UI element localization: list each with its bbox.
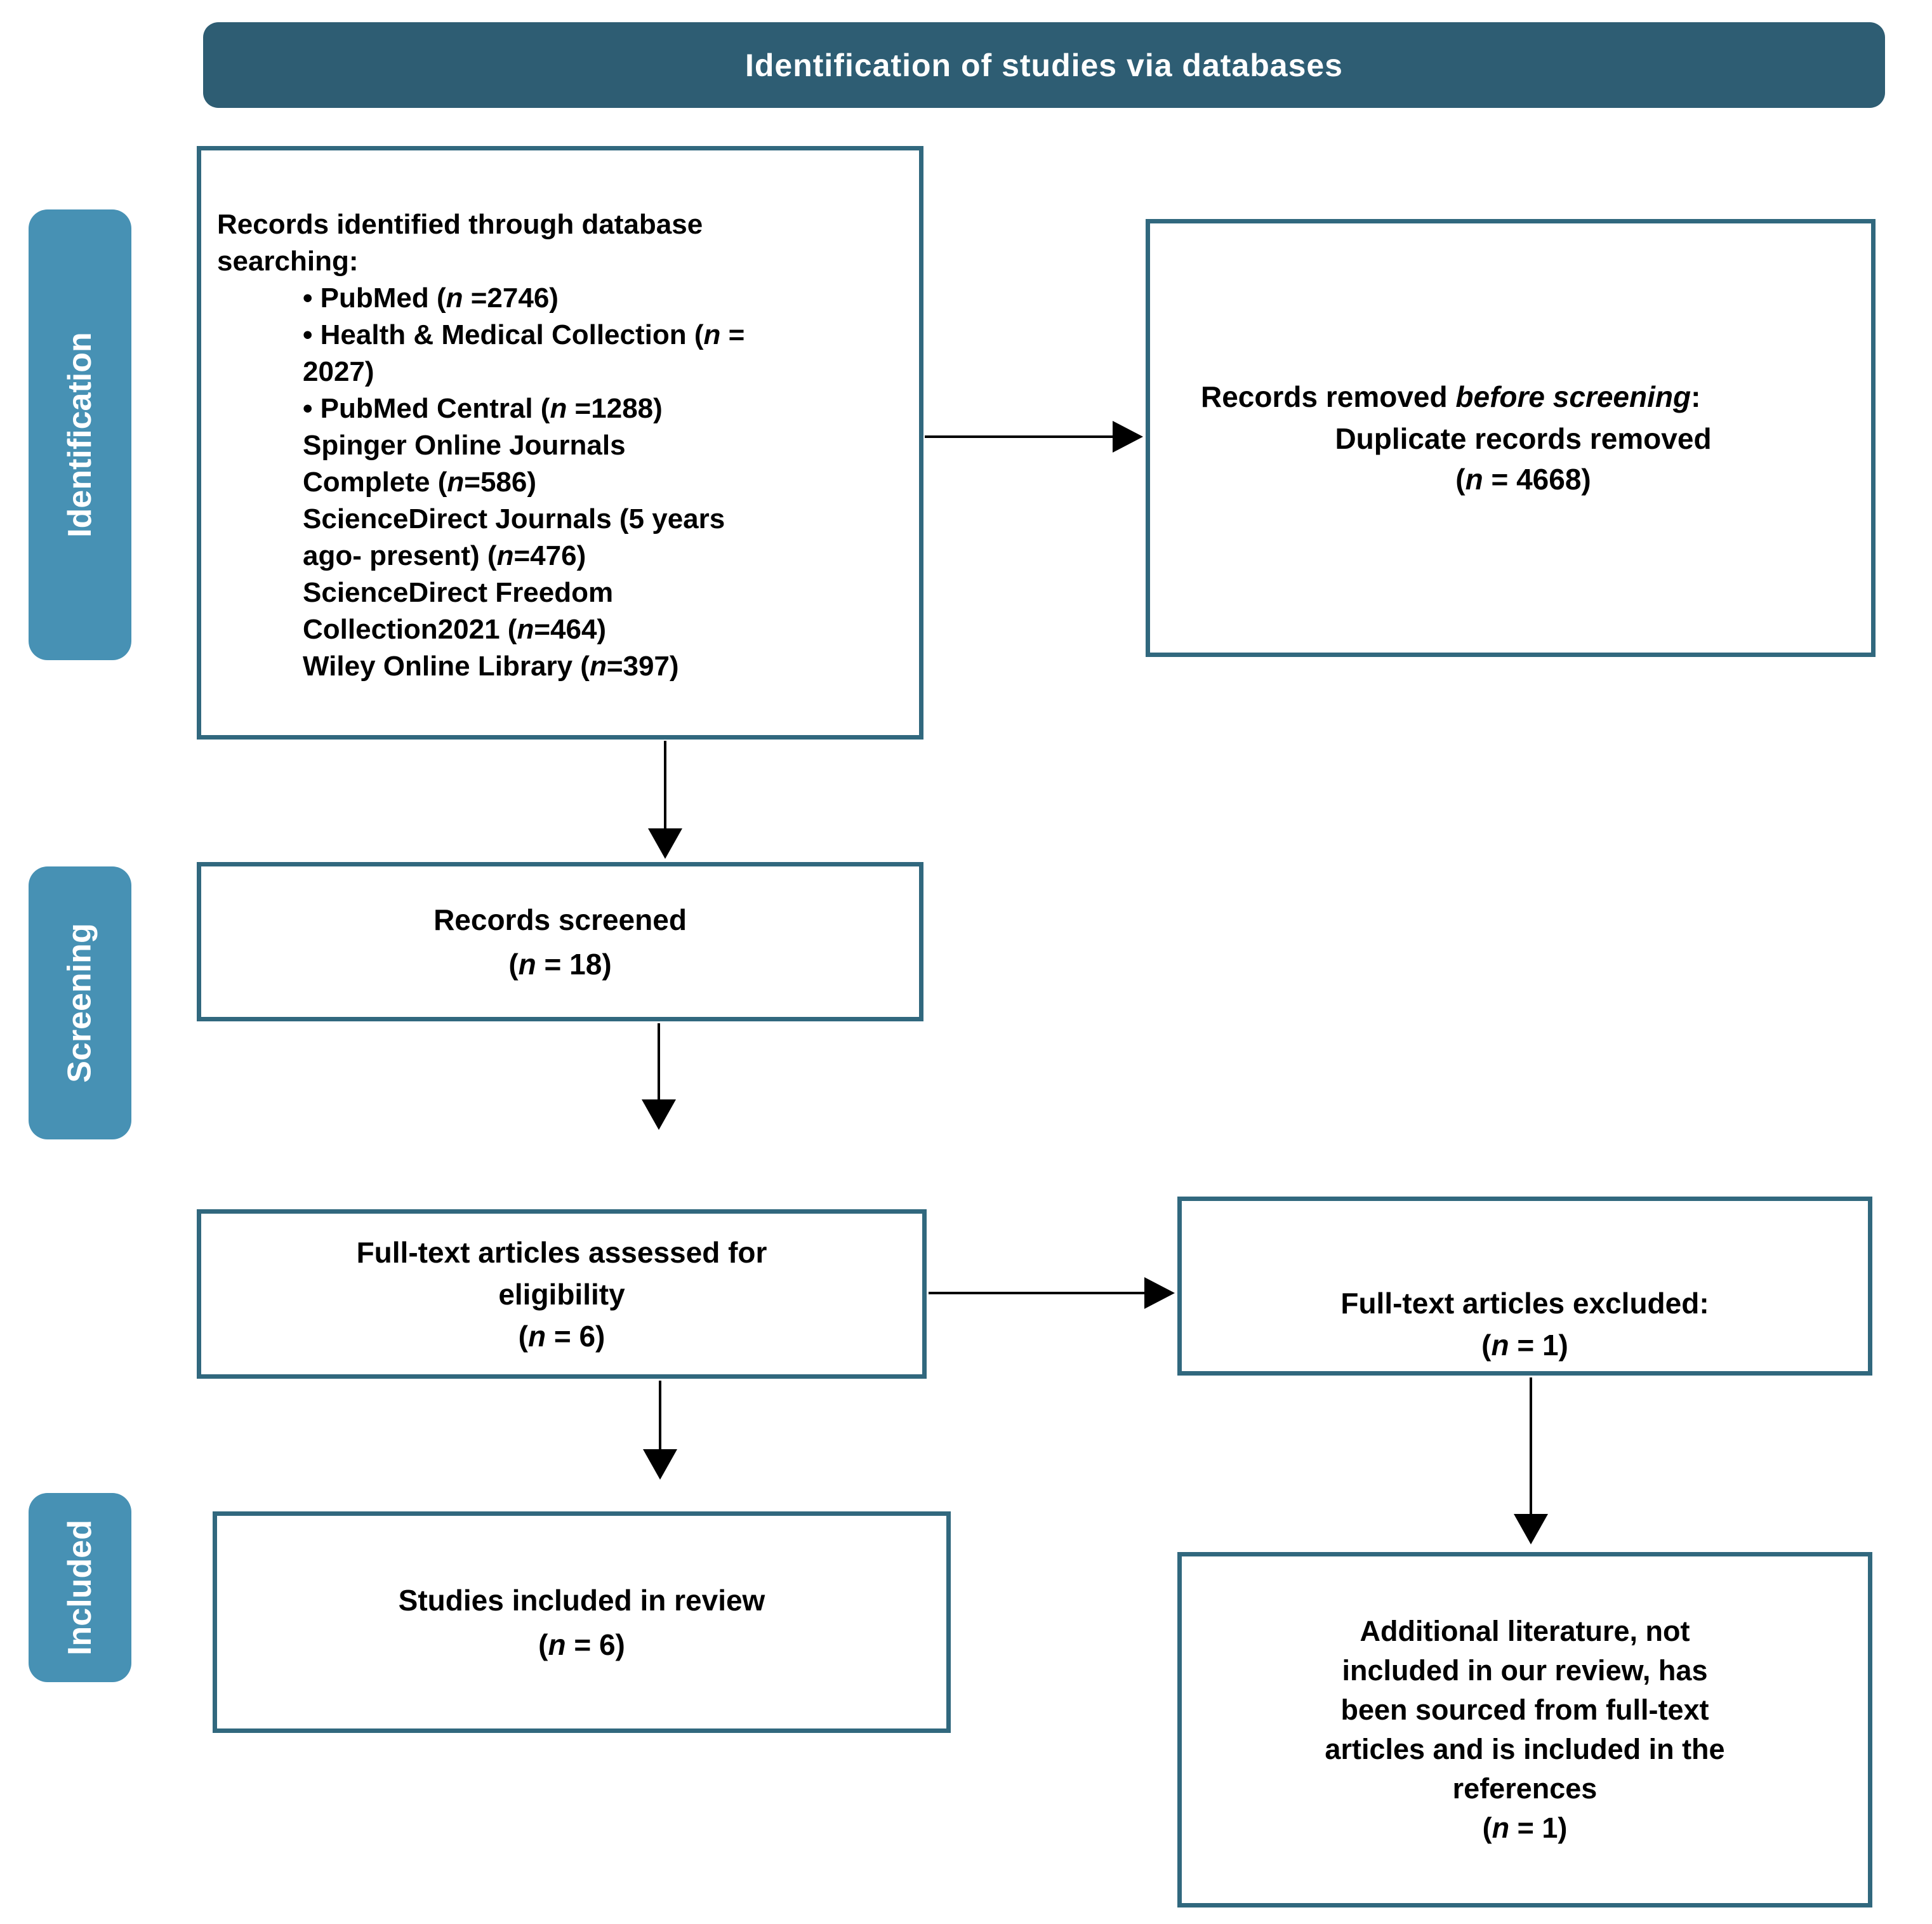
records-identified-database-list: • PubMed (n =2746) • Health & Medical Col… — [303, 280, 906, 685]
text-line: Additional literature, not — [1360, 1615, 1690, 1647]
text-line: • Health & Medical Collection (n = — [303, 319, 745, 350]
box-fulltext-assessed: Full-text articles assessed for eligibili… — [197, 1209, 927, 1379]
text-line: (n = 18) — [508, 947, 612, 981]
stage-label-included-text: Included — [62, 1520, 99, 1655]
text-line: (n = 6) — [518, 1319, 605, 1353]
text-line: included in our review, has — [1342, 1654, 1708, 1687]
arrow-assessed-to-excluded — [929, 1292, 1144, 1294]
arrow-excluded-to-additional — [1530, 1377, 1532, 1514]
arrow-assessed-to-included — [659, 1381, 661, 1449]
text-line: (n = 1) — [1481, 1329, 1568, 1362]
records-removed-heading-italic: before screening — [1455, 380, 1691, 413]
text-line: Complete (n=586) — [303, 467, 537, 498]
text-line: Records identified through database — [217, 209, 703, 240]
text-line: ago- present) (n=476) — [303, 540, 586, 571]
box-records-identified: Records identified through database searc… — [197, 146, 923, 740]
records-identified-intro: Records identified through database searc… — [217, 206, 906, 280]
text-line: Records screened — [433, 903, 687, 936]
arrow-identified-to-screened — [664, 741, 666, 828]
text-line: • PubMed Central (n =1288) — [303, 393, 663, 424]
text-line: eligibility — [498, 1277, 625, 1311]
text-line: articles and is included in the — [1325, 1733, 1725, 1765]
stage-label-identification: Identification — [29, 209, 131, 660]
records-removed-heading: Records removed before screening: — [1201, 376, 1702, 417]
text-line: references — [1452, 1772, 1598, 1805]
text-line: 2027) — [303, 356, 374, 387]
duplicate-records-removed-lines: Duplicate records removed (n = 4668) — [1201, 418, 1846, 500]
text-line: searching: — [217, 246, 359, 277]
text-line: Duplicate records removed — [1335, 422, 1712, 455]
stage-label-included: Included — [29, 1493, 131, 1682]
box-fulltext-excluded: Full-text articles excluded: (n = 1) — [1177, 1197, 1872, 1376]
arrow-identified-to-removed — [925, 435, 1113, 438]
arrow-screened-to-assessed — [658, 1023, 660, 1099]
text-line: (n = 1) — [1482, 1812, 1568, 1844]
text-line: ScienceDirect Freedom — [303, 577, 614, 608]
records-removed-heading-normal: Records removed — [1201, 380, 1456, 413]
text-line: Spinger Online Journals — [303, 430, 626, 461]
text-line: • PubMed (n =2746) — [303, 282, 559, 314]
box-additional-literature: Additional literature, not included in ou… — [1177, 1552, 1872, 1907]
text-line: Full-text articles assessed for — [356, 1235, 767, 1269]
box-records-removed-before-screening: Records removed before screening: Duplic… — [1146, 219, 1876, 657]
text-line: ScienceDirect Journals (5 years — [303, 503, 725, 534]
stage-label-screening-text: Screening — [62, 923, 99, 1083]
text-line: (n = 4668) — [1455, 463, 1591, 496]
text-line: Full-text articles excluded: — [1340, 1287, 1709, 1320]
text-line: Studies included in review — [398, 1583, 765, 1617]
text-line: been sourced from full-text — [1340, 1694, 1709, 1726]
records-removed-heading-colon: : — [1691, 380, 1701, 413]
text-line: Collection2021 (n=464) — [303, 614, 607, 645]
text-line: (n = 6) — [538, 1628, 625, 1661]
diagram-title: Identification of studies via databases — [203, 22, 1885, 108]
stage-label-screening: Screening — [29, 866, 131, 1139]
box-records-screened: Records screened (n = 18) — [197, 862, 923, 1021]
box-studies-included: Studies included in review (n = 6) — [213, 1511, 951, 1733]
stage-label-identification-text: Identification — [62, 332, 98, 538]
text-line: Wiley Online Library (n=397) — [303, 651, 679, 682]
